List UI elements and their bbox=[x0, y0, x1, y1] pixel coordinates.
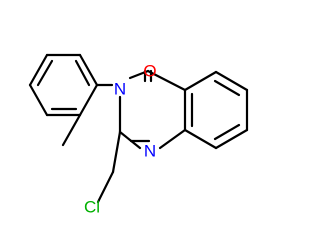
nitrogen-1-atom-label: N bbox=[144, 142, 156, 161]
chloromethyl-group bbox=[96, 130, 122, 204]
carbonyl-group bbox=[143, 69, 153, 83]
tolyl-ring bbox=[28, 53, 99, 117]
benzo-ring bbox=[183, 70, 249, 150]
nitrogen-3-atom-label: N bbox=[114, 80, 126, 99]
structure-drawing: O N N Cl bbox=[28, 53, 249, 217]
methyl-group bbox=[61, 113, 82, 147]
pyrimidinone-ring bbox=[95, 69, 187, 150]
oxygen-atom-label: O bbox=[143, 62, 156, 81]
chlorine-atom-label: Cl bbox=[84, 198, 100, 217]
